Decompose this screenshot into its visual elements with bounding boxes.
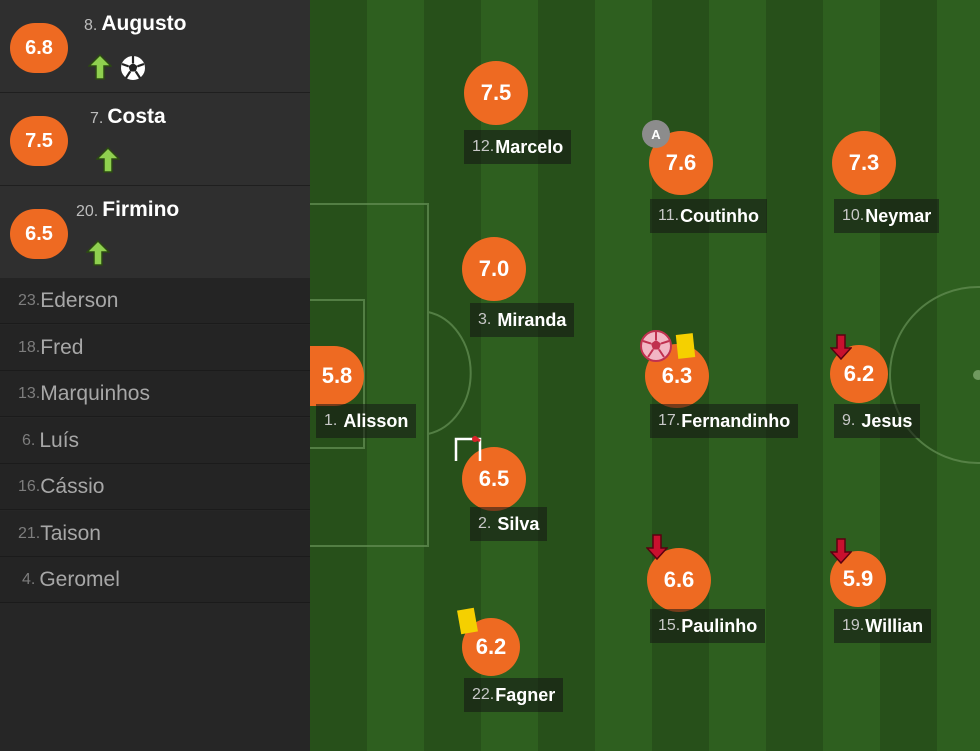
player-name: Firmino xyxy=(102,198,180,221)
player-number: 19. xyxy=(842,617,865,634)
substitute-row[interactable]: 6.8 8.Augusto xyxy=(0,0,310,93)
rating-badge: 7.5 xyxy=(10,116,68,166)
player-name: Miranda xyxy=(497,309,567,330)
pitch: 7.5 12.Marcelo 7.6 A 11.Coutinho 7.3 10.… xyxy=(310,0,980,751)
player-name: Silva xyxy=(497,513,540,534)
player-number: 1. xyxy=(324,412,338,429)
player-name: Augusto xyxy=(101,12,187,35)
player-label: 19.Willian xyxy=(834,609,932,643)
rating-badge: 7.3 xyxy=(832,131,896,195)
bench-player-row[interactable]: 21.Taison xyxy=(0,511,310,557)
player-number: 22. xyxy=(472,686,495,703)
player-label: 22.Fagner xyxy=(464,678,564,712)
player-name: Willian xyxy=(865,615,924,636)
pitch-markings xyxy=(310,203,980,547)
player-number: 8. xyxy=(84,17,98,34)
player-label: 9. Jesus xyxy=(834,404,921,438)
player-number: 6. xyxy=(22,431,36,449)
player-name: Alisson xyxy=(343,410,409,431)
player-name: Neymar xyxy=(865,205,932,226)
player-number: 21. xyxy=(18,524,41,542)
rating-badge: 7.5 xyxy=(464,61,528,125)
player-number: 18. xyxy=(18,338,41,356)
bench-player-row[interactable]: 18.Fred xyxy=(0,325,310,371)
substitute-name: 20.Firmino xyxy=(76,198,179,222)
player-number: 3. xyxy=(478,311,492,328)
player-number: 16. xyxy=(18,477,41,495)
up-arrow-icon xyxy=(86,240,110,266)
player-number: 20. xyxy=(76,203,99,220)
assist-icon xyxy=(454,435,482,461)
player-number: 10. xyxy=(842,207,865,224)
player-name: Fernandinho xyxy=(681,410,791,431)
substitute-row[interactable]: 7.5 7.Costa xyxy=(0,93,310,186)
player-label: 15.Paulinho xyxy=(650,609,766,643)
player-label: 2. Silva xyxy=(470,507,548,541)
down-arrow-icon xyxy=(830,538,852,564)
player-label: 11.Coutinho xyxy=(650,199,768,233)
player-number: 2. xyxy=(478,515,492,532)
up-arrow-icon xyxy=(96,147,120,173)
player-number: 12. xyxy=(472,138,495,155)
player-name: Coutinho xyxy=(680,205,760,226)
football-icon xyxy=(121,56,145,80)
rating-badge: 6.5 xyxy=(462,447,526,511)
player-name: Fagner xyxy=(495,684,556,705)
bench-player-row[interactable]: 4.Geromel xyxy=(0,557,310,603)
player-label: 3. Miranda xyxy=(470,303,575,337)
player-number: 9. xyxy=(842,412,856,429)
player-name: Fred xyxy=(40,335,84,359)
rating-badge: 5.9 xyxy=(830,551,886,607)
rating-badge: 6.8 xyxy=(10,23,68,73)
captain-icon: A xyxy=(642,120,670,148)
player-label: 1. Alisson xyxy=(316,404,417,438)
substitute-name: 7.Costa xyxy=(90,105,166,129)
up-arrow-icon xyxy=(88,54,112,80)
rating-badge: 7.0 xyxy=(462,237,526,301)
player-label: 17.Fernandinho xyxy=(650,404,799,438)
player-number: 13. xyxy=(18,384,41,402)
player-name: Luís xyxy=(39,428,80,452)
player-number: 4. xyxy=(22,570,36,588)
player-number: 7. xyxy=(90,110,104,127)
bench-player-row[interactable]: 13.Marquinhos xyxy=(0,371,310,417)
down-arrow-icon xyxy=(646,534,668,560)
player-label: 10.Neymar xyxy=(834,199,940,233)
player-number: 11. xyxy=(658,207,680,224)
player-name: Jesus xyxy=(861,410,913,431)
yellow-card-icon xyxy=(675,333,696,359)
player-name: Marcelo xyxy=(495,136,564,157)
player-name: Costa xyxy=(107,105,166,128)
player-name: Ederson xyxy=(40,288,119,312)
player-name: Marquinhos xyxy=(40,381,150,405)
player-number: 15. xyxy=(658,617,681,634)
player-label: 12.Marcelo xyxy=(464,130,572,164)
bench-player-row[interactable]: 23.Ederson xyxy=(0,278,310,324)
rating-badge: 6.5 xyxy=(10,209,68,259)
own-goal-ball-icon xyxy=(640,330,672,362)
lineup-sidebar: 6.8 8.Augusto 7.5 7.Costa 6.5 20.Firmino xyxy=(0,0,310,751)
substitute-row[interactable]: 6.5 20.Firmino xyxy=(0,186,310,279)
bench-player-row[interactable]: 16.Cássio xyxy=(0,464,310,510)
down-arrow-icon xyxy=(830,334,852,360)
bench-player-row[interactable]: 6.Luís xyxy=(0,418,310,464)
substitute-name: 8.Augusto xyxy=(84,12,187,36)
player-name: Paulinho xyxy=(681,615,758,636)
player-number: 17. xyxy=(658,412,681,429)
player-name: Taison xyxy=(40,521,101,545)
player-name: Cássio xyxy=(40,474,105,498)
player-number: 23. xyxy=(18,291,41,309)
player-name: Geromel xyxy=(39,567,120,591)
rating-badge: 5.8 xyxy=(310,346,364,406)
